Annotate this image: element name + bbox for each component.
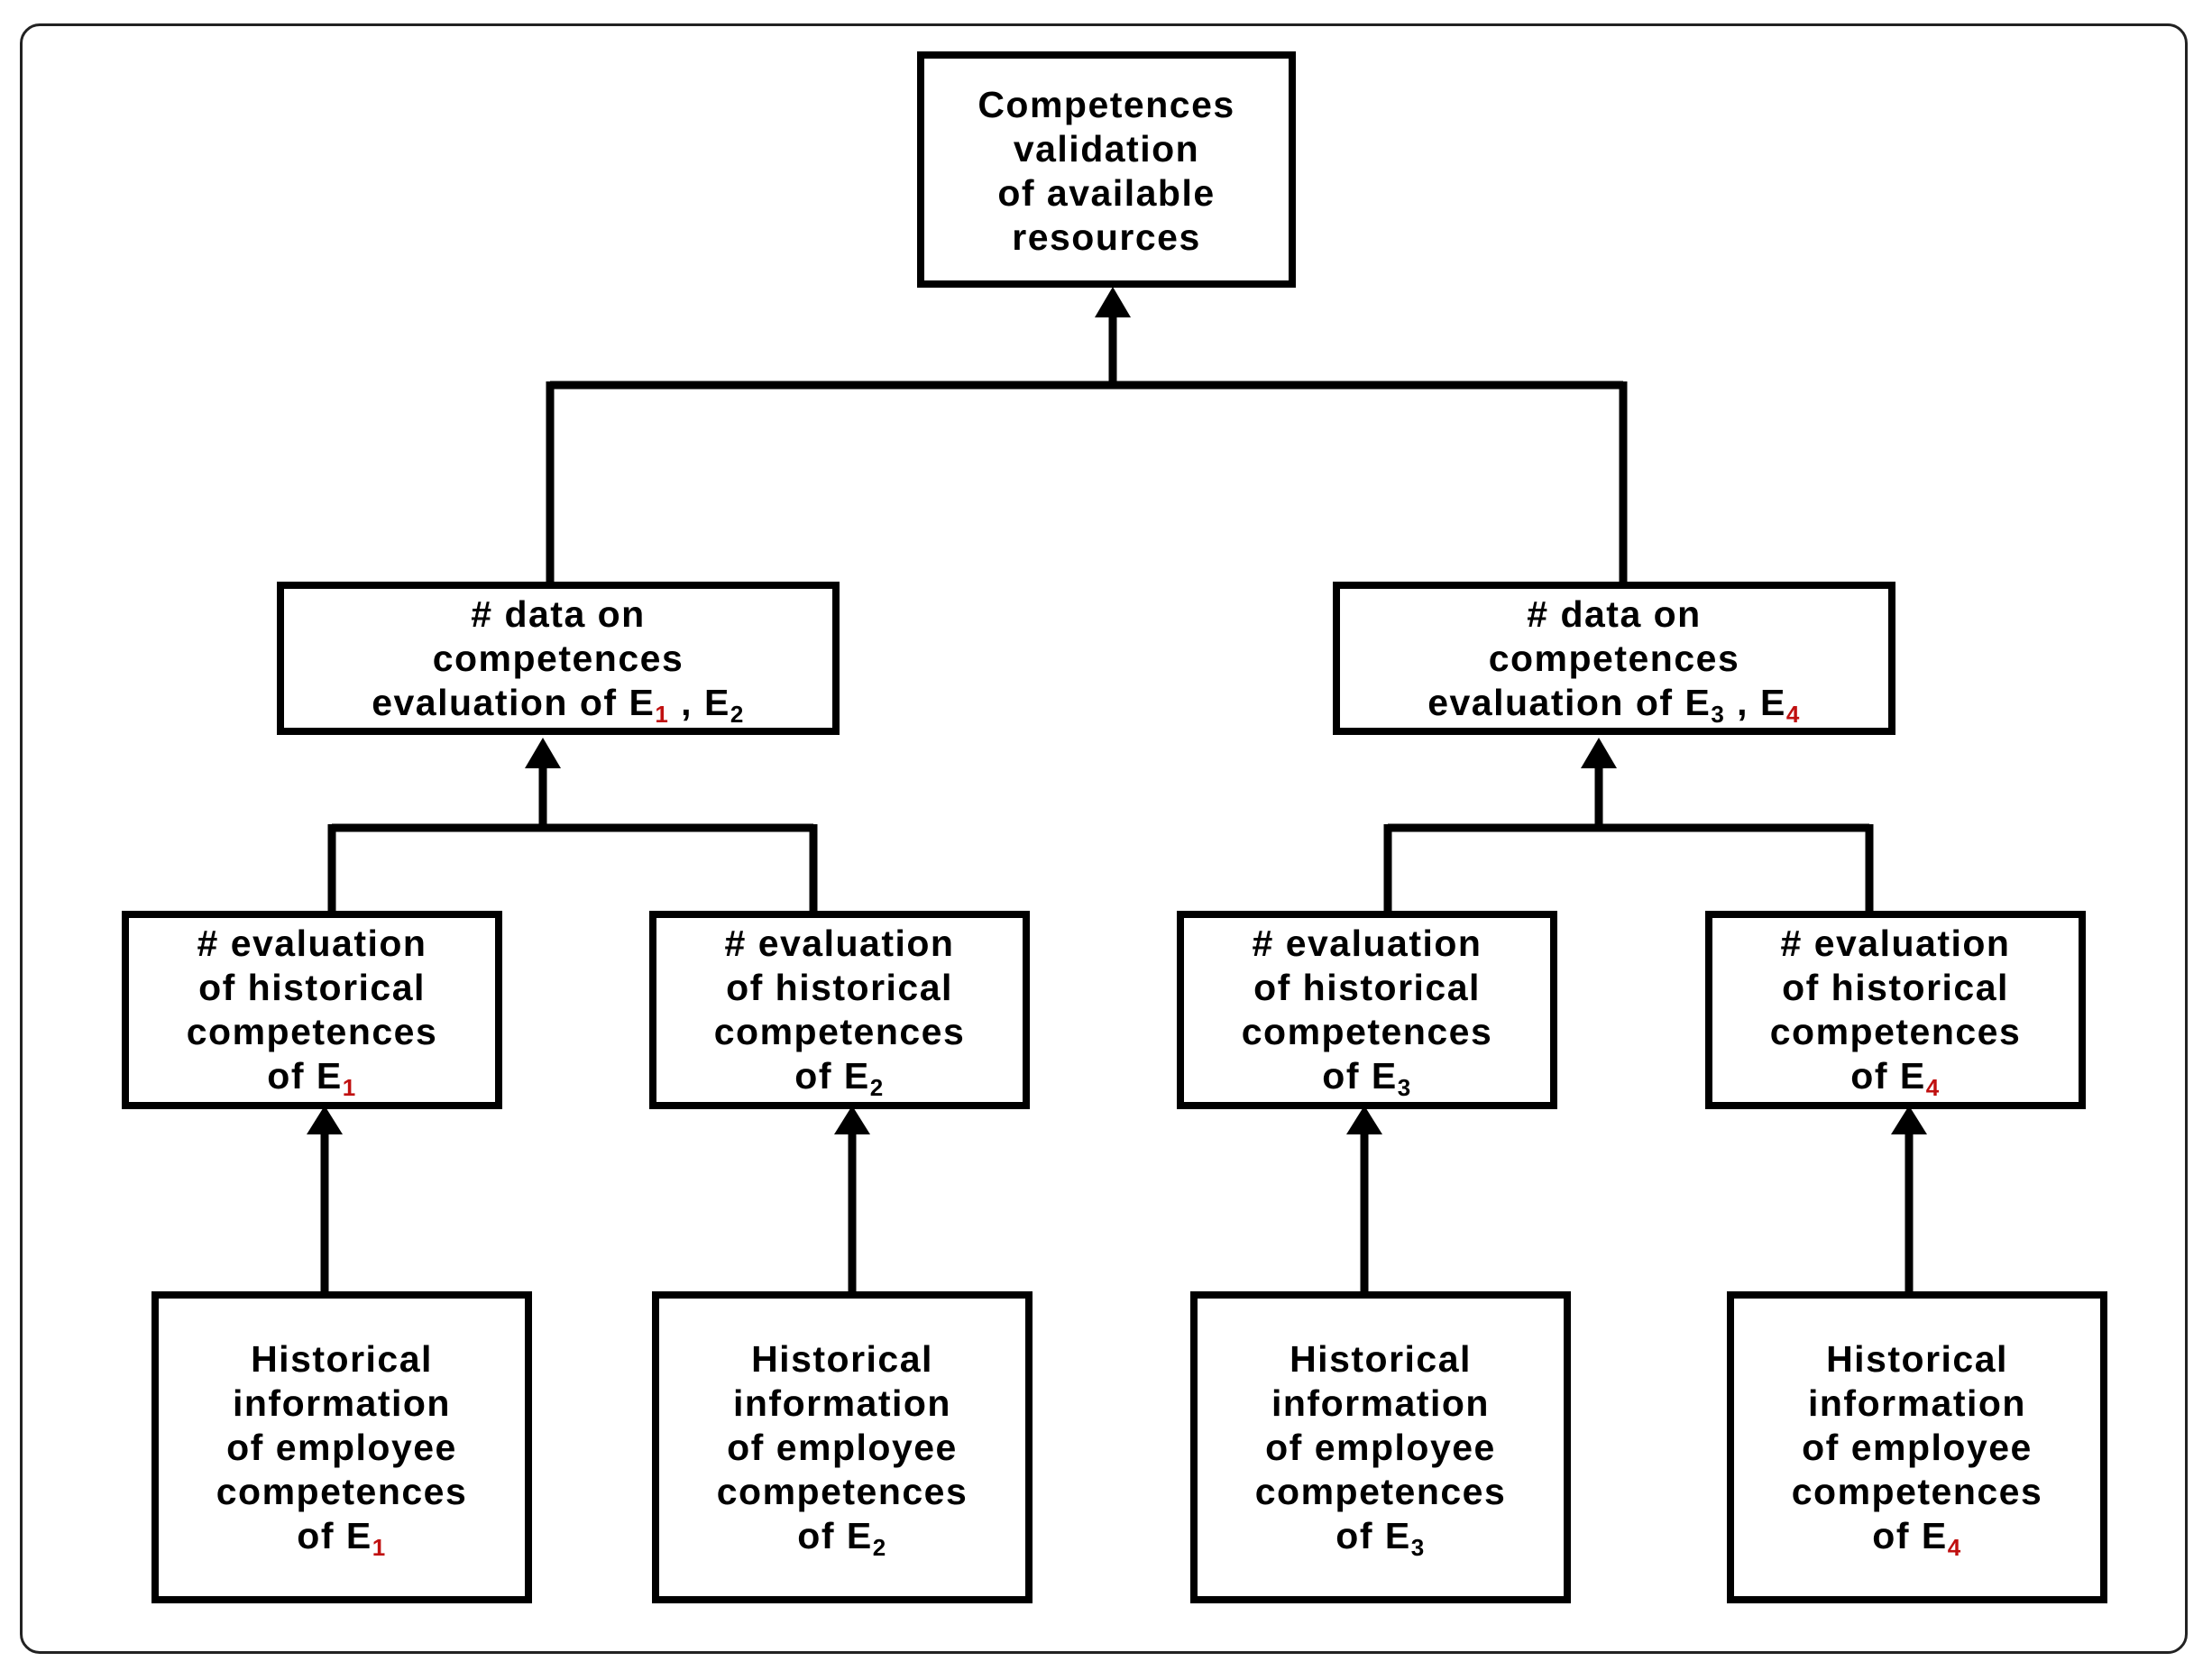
- source-line: of E: [297, 1514, 372, 1556]
- evaluation-node-e3: # evaluation of historical competences o…: [1177, 911, 1557, 1109]
- subscript: 2: [872, 1533, 887, 1561]
- evaluation-node-e1: # evaluation of historical competences o…: [122, 911, 502, 1109]
- source-line: of employee: [1265, 1426, 1496, 1468]
- aggregate-line: # data on: [1527, 592, 1702, 635]
- evaluation-line: of E: [1322, 1055, 1398, 1097]
- aggregate-node-e1-e2: # data on competences evaluation of E1 ,…: [277, 582, 840, 735]
- evaluation-line: of historical: [726, 967, 953, 1008]
- aggregate-line: # data on: [471, 592, 646, 635]
- diagram-frame: [20, 23, 2188, 1654]
- source-line: of E: [1335, 1514, 1411, 1556]
- aggregate-line: evaluation of E: [372, 681, 656, 723]
- subscript: 3: [1397, 1074, 1412, 1101]
- source-line: Historical: [251, 1337, 433, 1380]
- aggregate-line: competences: [432, 637, 684, 679]
- source-line: Historical: [1826, 1337, 2008, 1380]
- source-line: of employee: [226, 1426, 457, 1468]
- source-line: information: [233, 1382, 451, 1424]
- aggregate-line: competences: [1488, 637, 1740, 679]
- source-line: of E: [1872, 1514, 1948, 1556]
- subscript: 3: [1410, 1533, 1426, 1561]
- root-node-label: Competences validation of available reso…: [978, 84, 1235, 258]
- source-line: Historical: [1290, 1337, 1472, 1380]
- subscript: 4: [1925, 1074, 1941, 1101]
- source-node-e2: Historical information of employee compe…: [652, 1291, 1033, 1603]
- source-line: of employee: [1802, 1426, 2033, 1468]
- evaluation-line: # evaluation: [724, 923, 955, 964]
- arrowhead-icon: [834, 1106, 870, 1134]
- aggregate-node-e3-e4: # data on competences evaluation of E3 ,…: [1333, 582, 1895, 735]
- subscript: 2: [869, 1074, 885, 1101]
- subscript: 4: [1947, 1533, 1962, 1561]
- source-line: Historical: [751, 1337, 933, 1380]
- arrowhead-icon: [1346, 1106, 1382, 1134]
- subscript: 4: [1785, 700, 1801, 728]
- evaluation-line: of E: [794, 1055, 870, 1097]
- source-line: information: [733, 1382, 951, 1424]
- source-line: of E: [797, 1514, 873, 1556]
- evaluation-line: competences: [713, 1011, 966, 1052]
- source-line: competences: [1791, 1470, 2043, 1512]
- evaluation-line: # evaluation: [197, 923, 427, 964]
- evaluation-line: of E: [267, 1055, 343, 1097]
- arrowhead-icon: [1581, 738, 1617, 768]
- arrowhead-icon: [307, 1106, 343, 1134]
- aggregate-separator: , E: [669, 681, 730, 723]
- arrowhead-icon: [525, 738, 561, 768]
- source-node-e1: Historical information of employee compe…: [151, 1291, 532, 1603]
- source-line: competences: [216, 1470, 468, 1512]
- evaluation-line: of historical: [1782, 967, 2009, 1008]
- evaluation-line: of historical: [198, 967, 426, 1008]
- evaluation-line: # evaluation: [1252, 923, 1482, 964]
- arrowhead-icon: [1891, 1106, 1927, 1134]
- subscript: 1: [342, 1074, 357, 1101]
- evaluation-line: # evaluation: [1780, 923, 2011, 964]
- arrowhead-icon: [1095, 287, 1131, 317]
- evaluation-line: competences: [1769, 1011, 2022, 1052]
- source-line: competences: [1254, 1470, 1507, 1512]
- source-line: information: [1808, 1382, 2026, 1424]
- subscript: 1: [655, 700, 670, 728]
- evaluation-line: of E: [1850, 1055, 1926, 1097]
- source-node-e3: Historical information of employee compe…: [1190, 1291, 1571, 1603]
- source-line: information: [1271, 1382, 1490, 1424]
- subscript: 3: [1711, 700, 1726, 728]
- aggregate-separator: , E: [1725, 681, 1786, 723]
- evaluation-node-e4: # evaluation of historical competences o…: [1705, 911, 2086, 1109]
- aggregate-line: evaluation of E: [1427, 681, 1712, 723]
- source-line: competences: [716, 1470, 968, 1512]
- subscript: 2: [730, 700, 745, 728]
- evaluation-line: of historical: [1253, 967, 1481, 1008]
- evaluation-node-e2: # evaluation of historical competences o…: [649, 911, 1030, 1109]
- source-node-e4: Historical information of employee compe…: [1727, 1291, 2107, 1603]
- subscript: 1: [372, 1533, 387, 1561]
- source-line: of employee: [727, 1426, 958, 1468]
- root-node-competences-validation: Competences validation of available reso…: [917, 51, 1296, 288]
- evaluation-line: competences: [186, 1011, 438, 1052]
- evaluation-line: competences: [1241, 1011, 1493, 1052]
